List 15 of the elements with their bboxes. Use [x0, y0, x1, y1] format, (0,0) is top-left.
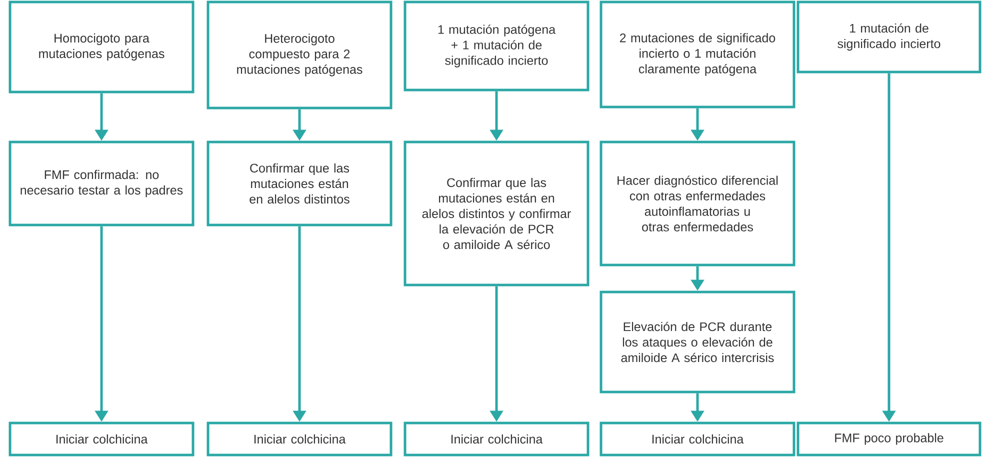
flow-box: Heterocigoto compuesto para 2 mutaciones patógenas: [206, 0, 392, 110]
flow-box: 2 mutaciones de significado incierto o 1 mutación claramente patógena: [600, 0, 796, 108]
flow-box: Confirmar que las mutaciones están en alelos distintos y confirmar la elevación de PCR o amiloide A sérico: [404, 140, 590, 286]
flow-box: 1 mutación patógena + 1 mutación de significado incierto: [404, 0, 590, 92]
flow-box: Iniciar colchicina: [206, 422, 392, 456]
flow-box: 1 mutación de significado incierto: [796, 0, 982, 74]
flow-box: Iniciar colchicina: [8, 422, 194, 456]
flow-box: Elevación de PCR durante los ataques o elevación de amiloide A sérico intercrisis: [600, 290, 796, 394]
flow-box: Hacer diagnóstico diferencial con otras enfermedades autoinflamatorias u otras enfermedades: [600, 140, 796, 266]
flow-box: Iniciar colchicina: [404, 422, 590, 456]
flow-box: FMF confirmada: no necesario testar a los padres: [8, 140, 194, 226]
flow-box: Confirmar que las mutaciones están en alelos distintos: [206, 140, 392, 226]
flow-box: Iniciar colchicina: [600, 422, 796, 456]
flow-box: Homocigoto para mutaciones patógenas: [8, 0, 194, 94]
flow-box: FMF poco probable: [796, 422, 982, 456]
